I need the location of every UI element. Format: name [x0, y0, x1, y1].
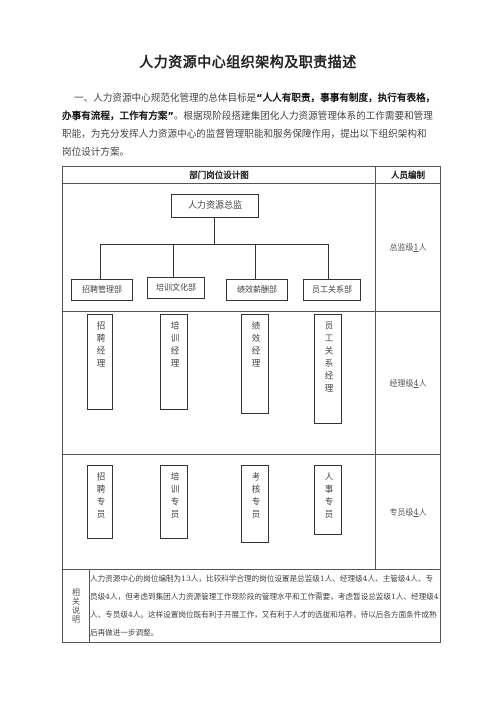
note-text: 人力资源中心的岗位编制为13人，比较科学合理的岗位设置是总监级1人、经理级4人、… — [88, 569, 442, 643]
staffing-director: 总监级1人 — [375, 183, 442, 312]
manager-box-relations: 员工关系经理 — [314, 314, 342, 424]
intro-prefix: 一、人力资源中心规范化管理的总体目标是 — [74, 93, 257, 104]
manager-count: 4 — [413, 378, 419, 388]
dept-box-relations: 员工关系部 — [303, 279, 361, 301]
connector — [328, 244, 329, 279]
intro-suffix: 。根据现阶段搭建集团化人力资源管理体系的工作需要和管理职能，为充分发挥人力资源中… — [62, 111, 433, 158]
org-chart-managers: 招聘经理 培训经理 绩效经理 员工关系经理 — [61, 311, 377, 455]
org-table: 部门岗位设计图 人员编制 人力资源总监 招聘管理部 培训文化部 绩效薪酬部 员工… — [61, 166, 442, 643]
org-chart-top: 人力资源总监 招聘管理部 培训文化部 绩效薪酬部 员工关系部 — [61, 183, 377, 312]
specialist-box-training: 培训专员 — [160, 465, 188, 539]
specialist-box-assessment: 考核专员 — [241, 465, 269, 543]
note-label: 相关说明 — [71, 588, 81, 624]
specialist-box-recruiting: 招聘专员 — [87, 465, 113, 539]
connector — [100, 244, 101, 279]
intro-paragraph: 一、人力资源中心规范化管理的总体目标是“人人有职责，事事有制度，执行有表格，办事… — [62, 90, 436, 162]
header-design: 部门岗位设计图 — [61, 166, 377, 184]
director-count: 1 — [413, 243, 419, 252]
connector — [173, 244, 174, 279]
director-box: 人力资源总监 — [171, 194, 259, 218]
staffing-manager: 经理级4人 — [375, 311, 442, 455]
manager-box-performance: 绩效经理 — [241, 314, 269, 414]
manager-box-recruiting: 招聘经理 — [87, 314, 113, 410]
intro-bold: “人人有职责，事事有制度，执行有表格，办事有流程，工作有方案” — [62, 93, 436, 122]
page-title: 人力资源中心组织架构及职责描述 — [139, 55, 357, 71]
connector — [255, 244, 256, 279]
header-staffing: 人员编制 — [375, 166, 442, 184]
dept-box-training: 培训文化部 — [147, 277, 205, 299]
note-label-cell: 相关说明 — [62, 569, 90, 643]
dept-box-recruiting: 招聘管理部 — [71, 279, 133, 301]
org-chart-specialists: 招聘专员 培训专员 考核专员 人事专员 — [61, 454, 377, 570]
dept-box-performance: 绩效薪酬部 — [226, 279, 288, 301]
specialist-box-personnel: 人事专员 — [314, 465, 342, 535]
connector — [100, 244, 329, 245]
staffing-specialist: 专员级4人 — [375, 454, 442, 570]
connector — [214, 218, 215, 244]
manager-box-training: 培训经理 — [160, 314, 188, 410]
specialist-count: 4 — [413, 507, 419, 517]
